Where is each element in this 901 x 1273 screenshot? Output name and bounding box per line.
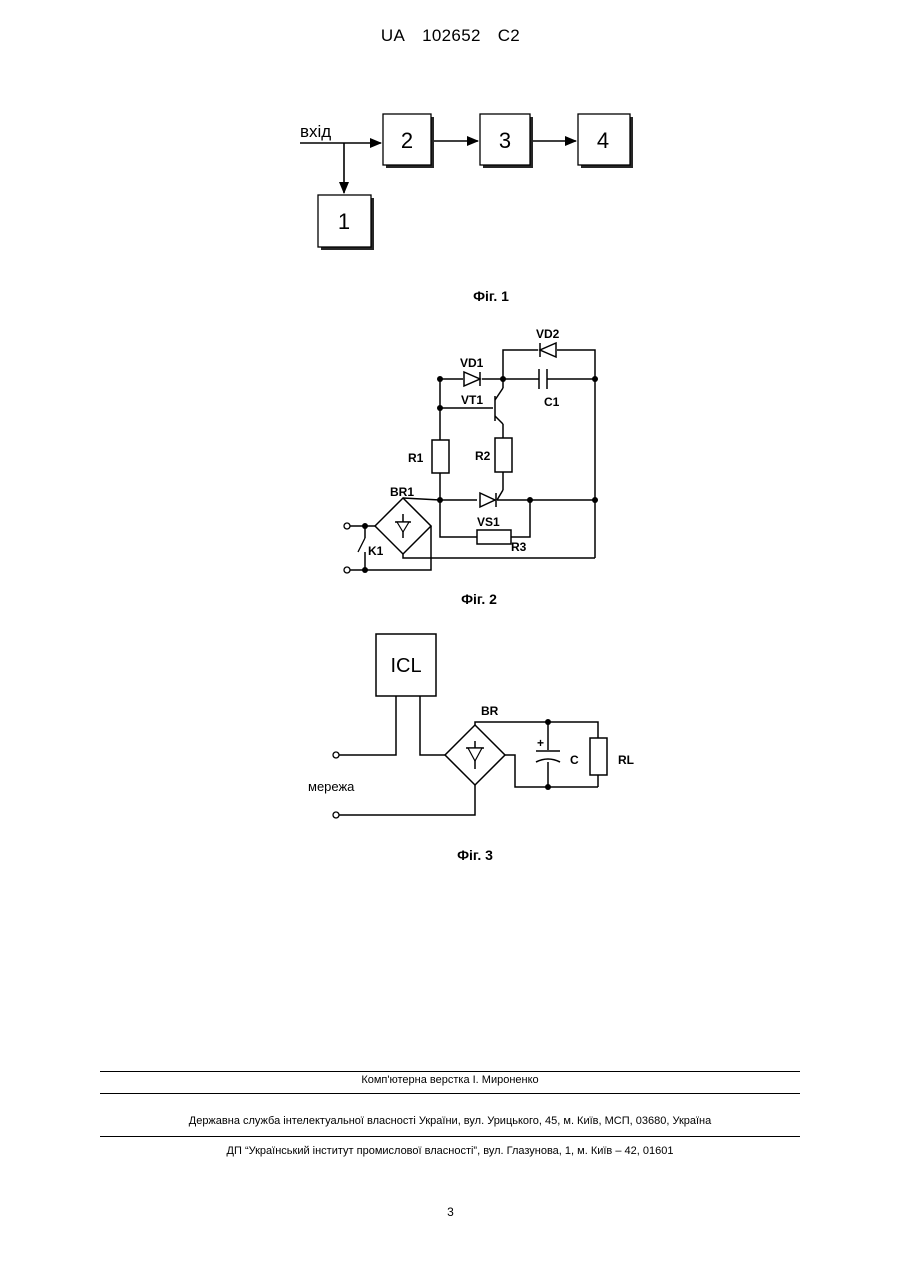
fig2-label-r2: R2	[475, 449, 491, 463]
fig2-label-vt1: VT1	[461, 393, 483, 407]
page-number: 3	[0, 1205, 901, 1219]
fig2-label-r3: R3	[511, 540, 527, 554]
fig2-switch-k1	[358, 538, 365, 552]
fig3-label-br: BR	[481, 704, 499, 718]
fig3-caption: Фіг. 3	[457, 847, 493, 863]
fig2-caption: Фіг. 2	[461, 591, 497, 607]
fig1-block-4-label: 4	[597, 128, 609, 153]
footer-layout-credit: Комп'ютерна верстка І. Мироненко	[100, 1074, 800, 1086]
fig2-terminal-2	[344, 567, 350, 573]
fig2-label-vd2: VD2	[536, 327, 560, 341]
footer-rule-2	[100, 1093, 800, 1094]
fig3-terminal-1	[333, 752, 339, 758]
footer-office: Державна служба інтелектуальної власност…	[100, 1115, 800, 1127]
fig3-label-icl: ICL	[390, 655, 421, 677]
fig2-diode-vd1	[464, 372, 480, 386]
fig2-label-br1: BR1	[390, 485, 414, 499]
fig3-label-network: мережа	[308, 779, 355, 794]
fig2-resistor-r2	[495, 438, 512, 472]
fig2-thyristor-vs1	[480, 493, 495, 507]
footer-rule-3	[100, 1136, 800, 1137]
fig3-circuit-schematic: ICL BR + C RL мережа Фіг. 3	[0, 620, 901, 880]
fig3-label-plus: +	[537, 736, 544, 750]
fig2-label-r1: R1	[408, 451, 424, 465]
fig2-circuit-schematic: VD2 VD1 VT1 C1 R1 R2 BR1 VS1 R3 K1 Фіг. …	[0, 300, 901, 620]
fig2-label-k1: K1	[368, 544, 384, 558]
fig3-label-rl: RL	[618, 753, 634, 767]
fig2-label-vs1: VS1	[477, 515, 500, 529]
fig1-block-2-label: 2	[401, 128, 413, 153]
fig2-label-vd1: VD1	[460, 356, 484, 370]
footer-rule-1	[100, 1071, 800, 1072]
fig3-terminal-2	[333, 812, 339, 818]
fig1-block-3-label: 3	[499, 128, 511, 153]
fig2-terminal-1	[344, 523, 350, 529]
fig1-block-diagram: вхід 2 3 4 1 Фіг. 1	[0, 0, 901, 320]
fig2-resistor-r1	[432, 440, 449, 473]
fig2-label-c1: C1	[544, 395, 560, 409]
fig3-resistor-rl	[590, 738, 607, 775]
fig2-diode-vd2	[540, 343, 556, 357]
fig3-label-c: C	[570, 753, 579, 767]
fig2-resistor-r3	[477, 530, 511, 544]
fig1-block-1-label: 1	[338, 209, 350, 234]
fig1-input-label: вхід	[300, 122, 331, 141]
footer-publisher: ДП “Український інститут промислової вла…	[100, 1145, 800, 1157]
